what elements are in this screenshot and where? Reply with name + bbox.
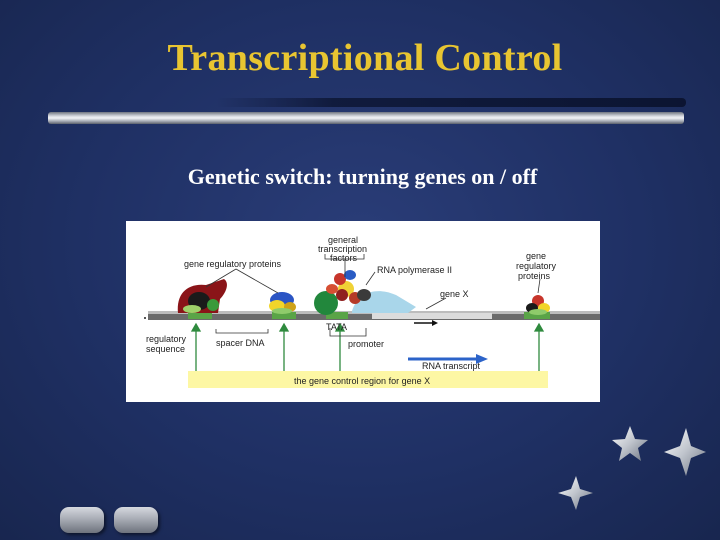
- star-icon-3: [558, 476, 593, 510]
- control-region-band: [188, 371, 548, 388]
- gene-regulatory-protein-right: [526, 295, 550, 315]
- tata-box: [326, 312, 348, 319]
- control-region-label: the gene control region for gene X: [294, 376, 430, 386]
- star-icon-2: [664, 428, 706, 476]
- label-gene-x: gene X: [440, 289, 469, 299]
- slide-subtitle: Genetic switch: turning genes on / off: [187, 164, 538, 189]
- label-promoter: promoter: [348, 339, 384, 349]
- label-gene-reg-right-3: proteins: [518, 271, 551, 281]
- next-button-icon[interactable]: [114, 507, 158, 533]
- label-tata: TATA: [326, 322, 347, 332]
- title-divider: [48, 112, 684, 124]
- binding-site-3: [524, 312, 550, 319]
- label-rna-transcript: RNA transcript: [422, 361, 481, 371]
- label-gene-reg-left: gene regulatory proteins: [184, 259, 282, 269]
- label-spacer-dna: spacer DNA: [216, 338, 265, 348]
- label-rna-polymerase: RNA polymerase II: [377, 265, 452, 275]
- binding-site-2: [272, 312, 296, 319]
- prev-button-icon[interactable]: [60, 507, 104, 533]
- label-gene-reg-right-2: regulatory: [516, 261, 557, 271]
- rna-polymerase-complex: [314, 270, 416, 315]
- gene-x-region: [372, 313, 492, 319]
- label-gene-reg-right-1: gene: [526, 251, 546, 261]
- label-general-tf-1: general: [328, 235, 358, 245]
- title-divider-shadow: [216, 98, 686, 107]
- binding-site-1: [188, 312, 212, 319]
- star-icon-1: [612, 426, 648, 461]
- label-general-tf-2: transcription: [318, 244, 367, 254]
- gene-regulatory-protein-left: [177, 279, 227, 313]
- slide-title: Transcriptional Control: [167, 37, 563, 79]
- transcription-diagram: the gene control region for gene X: [126, 221, 600, 402]
- label-regulatory-seq-2: sequence: [146, 344, 185, 354]
- gene-regulatory-protein-mid: [269, 292, 296, 314]
- label-general-tf-3: factors: [330, 253, 358, 263]
- label-regulatory-seq-1: regulatory: [146, 334, 187, 344]
- bracket-lines: [205, 254, 541, 337]
